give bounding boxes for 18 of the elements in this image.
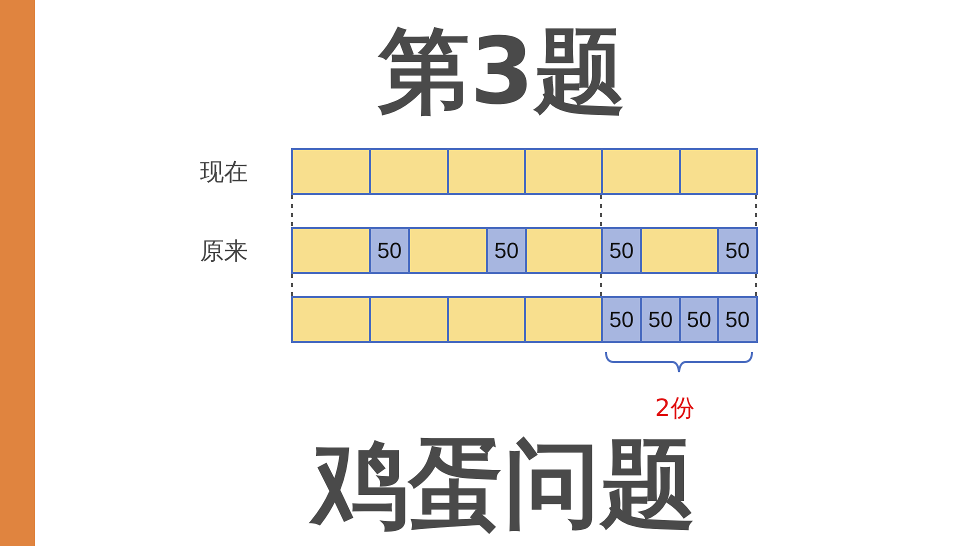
quantity-cell: 50 bbox=[601, 227, 642, 274]
brace-label: 2份 bbox=[655, 393, 694, 424]
quantity-cell: 50 bbox=[717, 296, 758, 343]
dashed-connector bbox=[755, 195, 757, 227]
dashed-connector bbox=[600, 195, 602, 227]
dashed-connector bbox=[600, 274, 602, 296]
quantity-cell: 50 bbox=[640, 296, 681, 343]
dashed-connector bbox=[291, 195, 293, 227]
quantity-cell: 50 bbox=[601, 296, 642, 343]
quantity-cell: 50 bbox=[369, 227, 410, 274]
quantity-cell: 50 bbox=[679, 296, 719, 343]
quantity-cell: 50 bbox=[717, 227, 758, 274]
dashed-connector bbox=[291, 274, 293, 296]
dashed-connector bbox=[755, 274, 757, 296]
row-label: 现在 bbox=[200, 157, 248, 188]
title: 第3题 bbox=[378, 17, 626, 127]
row-label: 原来 bbox=[200, 236, 248, 267]
quantity-cell: 50 bbox=[486, 227, 527, 274]
